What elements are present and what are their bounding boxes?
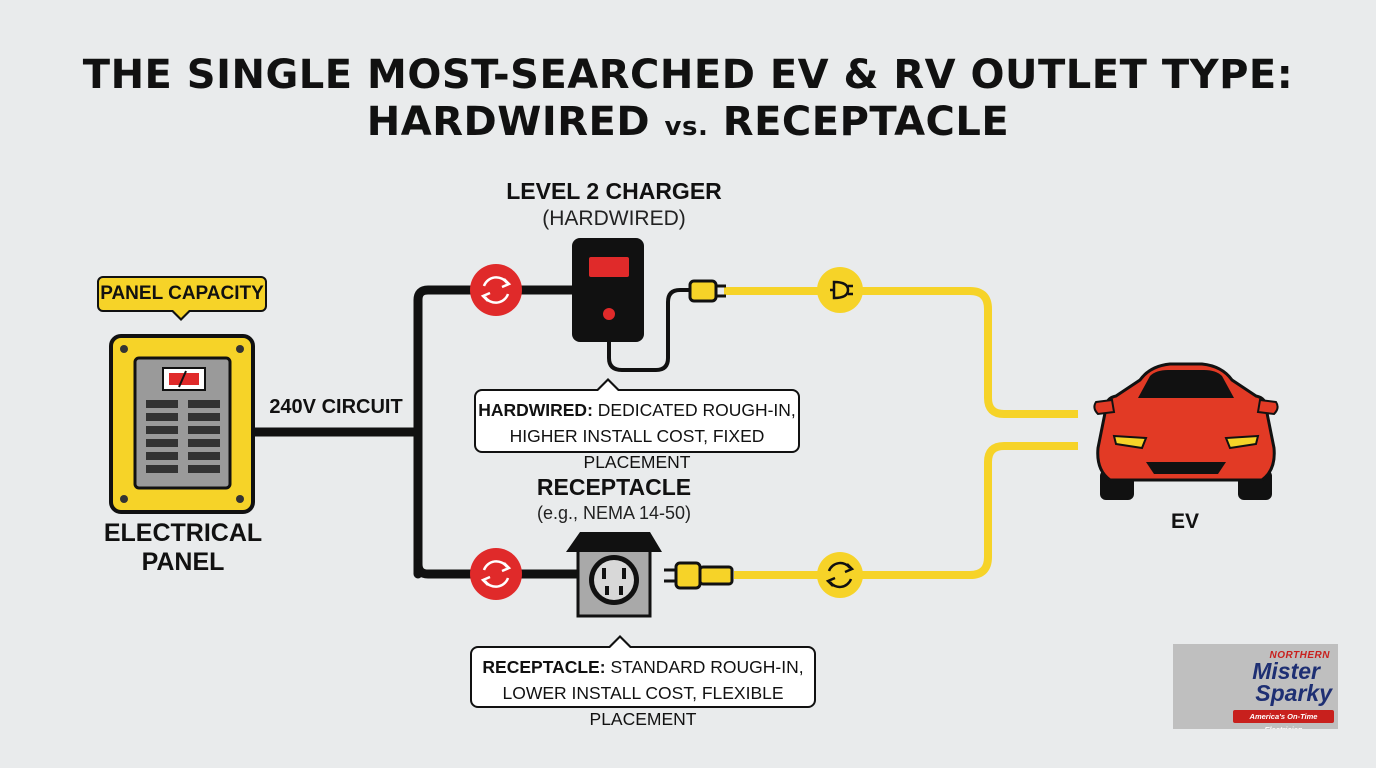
logo-name-2: Sparky [1255,680,1332,706]
outlet-icon [566,532,662,618]
title-line-2: HARDWIRED vs. RECEPTACLE [0,99,1376,151]
title-receptacle: RECEPTACLE [722,99,1010,145]
charger-title: LEVEL 2 CHARGER [506,178,722,204]
receptacle-subtitle: (e.g., NEMA 14-50) [536,503,692,523]
title-line-1: THE SINGLE MOST-SEARCHED EV & RV OUTLET … [82,52,1294,98]
hardwired-callout-bold: HARDWIRED: [478,400,593,420]
panel-capacity-badge: PANEL CAPACITY [97,276,267,321]
panel-label-line-1: ELECTRICAL [103,519,263,547]
refresh-cycle-icon-yellow [817,552,863,598]
electrical-panel-label: ELECTRICAL PANEL [97,519,269,577]
refresh-cycle-icon-bottom [470,548,522,600]
refresh-cycle-icon-top [470,264,522,316]
title-vs: vs. [664,112,709,142]
receptacle-callout-line-1: RECEPTACLE: STANDARD ROUGH-IN, [472,654,814,680]
receptacle-title: RECEPTACLE [536,474,692,500]
panel-label-line-2: PANEL [141,548,225,576]
plug-icon-top [688,279,726,303]
receptacle-callout-bold: RECEPTACLE: [482,657,606,677]
charger-icon [572,238,692,372]
page-title: THE SINGLE MOST-SEARCHED EV & RV OUTLET … [0,52,1376,151]
logo-top-text: NORTHERN [1269,650,1330,661]
black-wiring [247,285,583,579]
plug-icon-bottom [664,561,734,590]
ev-label: EV [1170,510,1199,533]
yellow-wiring [724,287,1078,579]
receptacle-callout: RECEPTACLE: STANDARD ROUGH-IN, LOWER INS… [470,635,816,729]
car-icon [1093,362,1279,500]
plug-icon-yellow-top [817,267,863,313]
receptacle-callout-line-2: LOWER INSTALL COST, FLEXIBLE PLACEMENT [502,683,784,729]
hardwired-callout-line-2: HIGHER INSTALL COST, FIXED PLACEMENT [509,426,765,472]
hardwired-callout: HARDWIRED: DEDICATED ROUGH-IN, HIGHER IN… [474,378,800,472]
receptacle-callout-text-1: STANDARD ROUGH-IN, [610,657,804,677]
title-hardwired: HARDWIRED [366,99,651,145]
logo-name-1: Mister [1252,658,1320,684]
circuit-label: 240V CIRCUIT [269,396,403,418]
logo-tagline: America's On-Time Electrician [1233,710,1334,729]
hardwired-callout-text-1: DEDICATED ROUGH-IN, [597,400,796,420]
hardwired-callout-line-1: HARDWIRED: DEDICATED ROUGH-IN, [476,397,798,423]
electrical-panel-icon [109,334,255,514]
charger-subtitle: (HARDWIRED) [542,207,686,230]
company-logo: NORTHERN Mister Sparky America's On-Time… [1173,644,1338,729]
